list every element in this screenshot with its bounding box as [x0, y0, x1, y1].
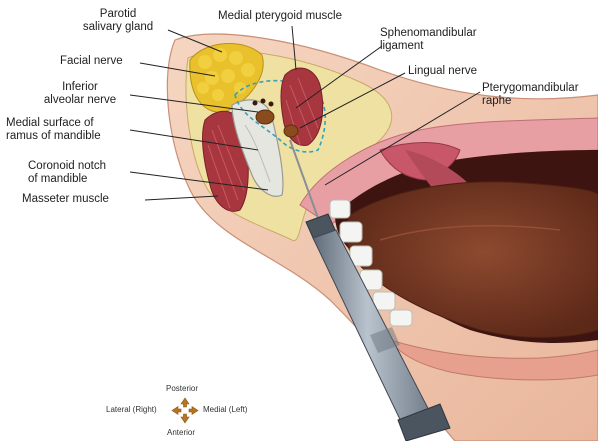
label-facial-nerve: Facial nerve	[60, 55, 123, 68]
label-lingual-nerve: Lingual nerve	[408, 65, 477, 78]
orientation-medial: Medial (Left)	[203, 405, 247, 414]
orientation-posterior: Posterior	[166, 384, 198, 393]
label-medial-pterygoid: Medial pterygoid muscle	[218, 10, 342, 23]
lingual-nerve	[284, 125, 298, 137]
label-masseter-muscle: Masseter muscle	[22, 193, 109, 206]
orientation-anterior: Anterior	[167, 428, 195, 437]
orientation-lateral: Lateral (Right)	[106, 405, 157, 414]
orientation-compass	[172, 398, 198, 423]
